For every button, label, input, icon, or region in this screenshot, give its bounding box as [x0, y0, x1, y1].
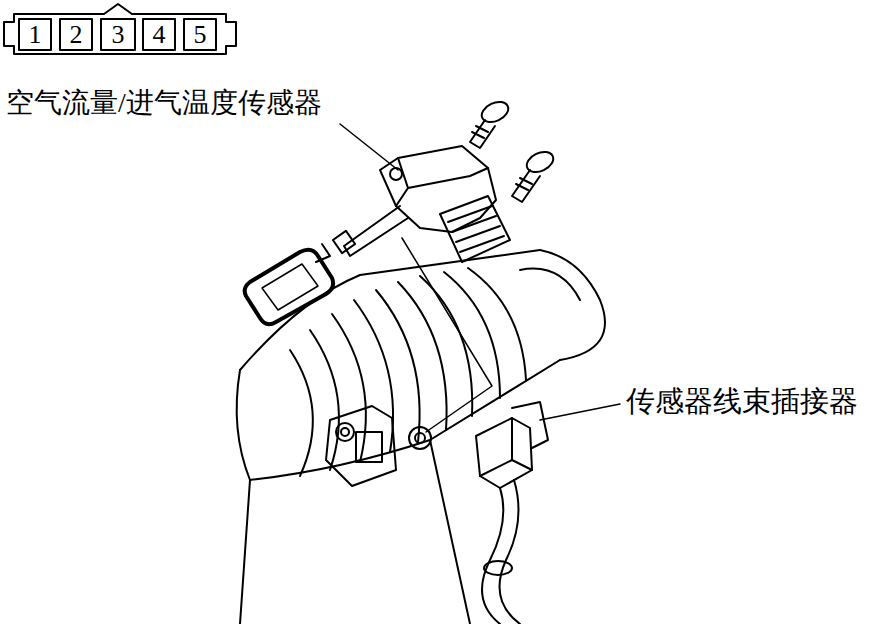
pin-number: 5	[184, 19, 216, 50]
pin-number: 2	[60, 19, 92, 50]
part-name: 空气流量/进气温度传感器	[6, 88, 322, 119]
pin-number: 1	[19, 19, 51, 50]
harness-connector	[476, 402, 548, 624]
intake-duct	[237, 250, 605, 624]
airflow-sensor	[316, 146, 510, 262]
leader-line	[340, 124, 620, 420]
connector-face	[4, 4, 236, 54]
screw	[470, 98, 556, 202]
mounting-boss	[326, 406, 431, 486]
gasket	[245, 250, 333, 325]
pin-number: 4	[143, 19, 175, 50]
pin-number: 3	[101, 19, 135, 50]
part-name: 传感器线束插接器	[626, 386, 858, 418]
